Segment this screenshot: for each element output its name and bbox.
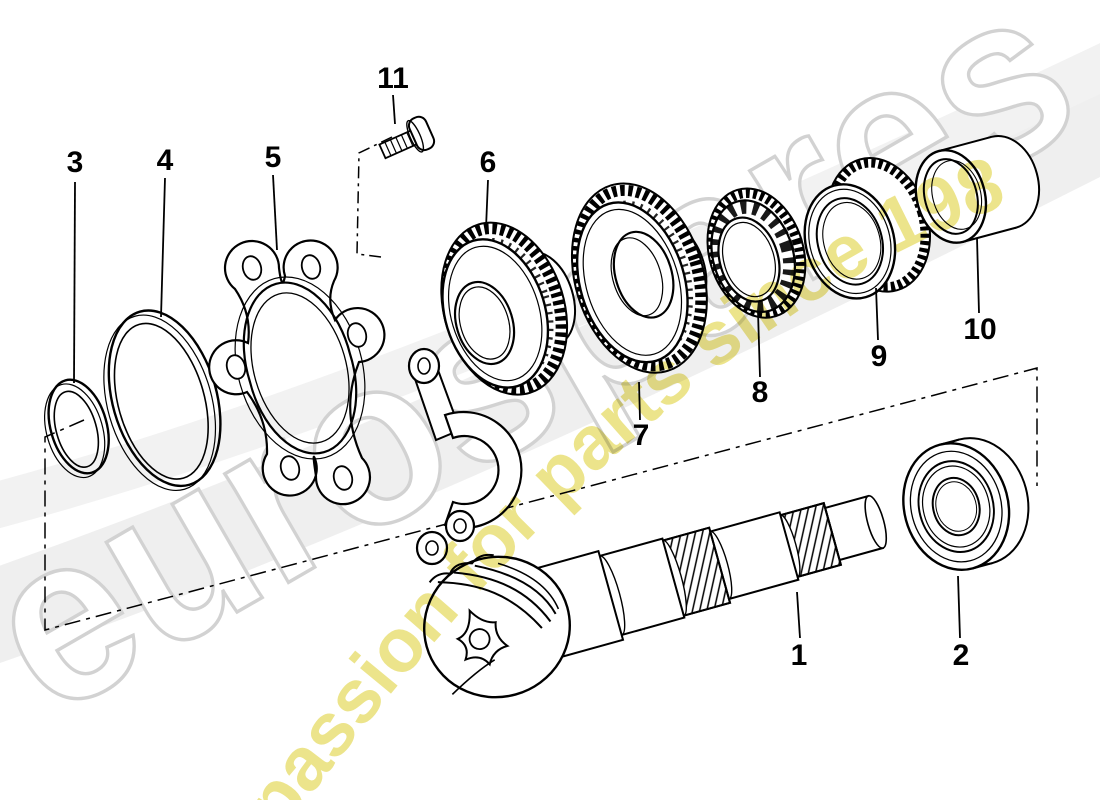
- leader-3: [73, 181, 76, 384]
- centerline-bolt: [356, 136, 393, 258]
- leader-11: [392, 94, 396, 125]
- part-label-5: 5: [264, 141, 282, 174]
- leader-2: [957, 575, 961, 639]
- leader-10: [976, 237, 980, 314]
- leader-7: [638, 381, 641, 421]
- part-label-8: 8: [751, 376, 769, 409]
- part-label-9: 9: [870, 340, 888, 373]
- centerline-main: [44, 367, 1038, 631]
- leader-9: [875, 287, 879, 341]
- part-5-flange: [208, 239, 386, 506]
- part-3-retaining-ring: [44, 378, 110, 479]
- part-1-pinion-shaft: [423, 494, 888, 699]
- part-label-10: 10: [963, 313, 997, 346]
- part-label-2: 2: [952, 639, 970, 672]
- part-label-4: 4: [156, 144, 174, 177]
- part-5-clip: [407, 347, 523, 566]
- part-7-gear: [570, 182, 708, 374]
- part-8-gear: [706, 187, 807, 319]
- leader-1: [796, 591, 801, 639]
- part-label-6: 6: [479, 146, 497, 179]
- leader-6: [485, 179, 489, 229]
- part-label-11: 11: [377, 62, 409, 95]
- part-label-7: 7: [632, 419, 650, 452]
- part-6-gear: [440, 221, 576, 396]
- leader-5: [272, 174, 278, 251]
- leader-4: [160, 177, 166, 318]
- part-2-bearing: [902, 437, 1030, 572]
- part-label-3: 3: [66, 146, 84, 179]
- part-10-sleeve: [914, 134, 1040, 244]
- leader-8: [757, 311, 761, 378]
- part-11-bolt: [378, 115, 436, 160]
- part-label-1: 1: [790, 639, 808, 672]
- leader-lines: [73, 94, 980, 639]
